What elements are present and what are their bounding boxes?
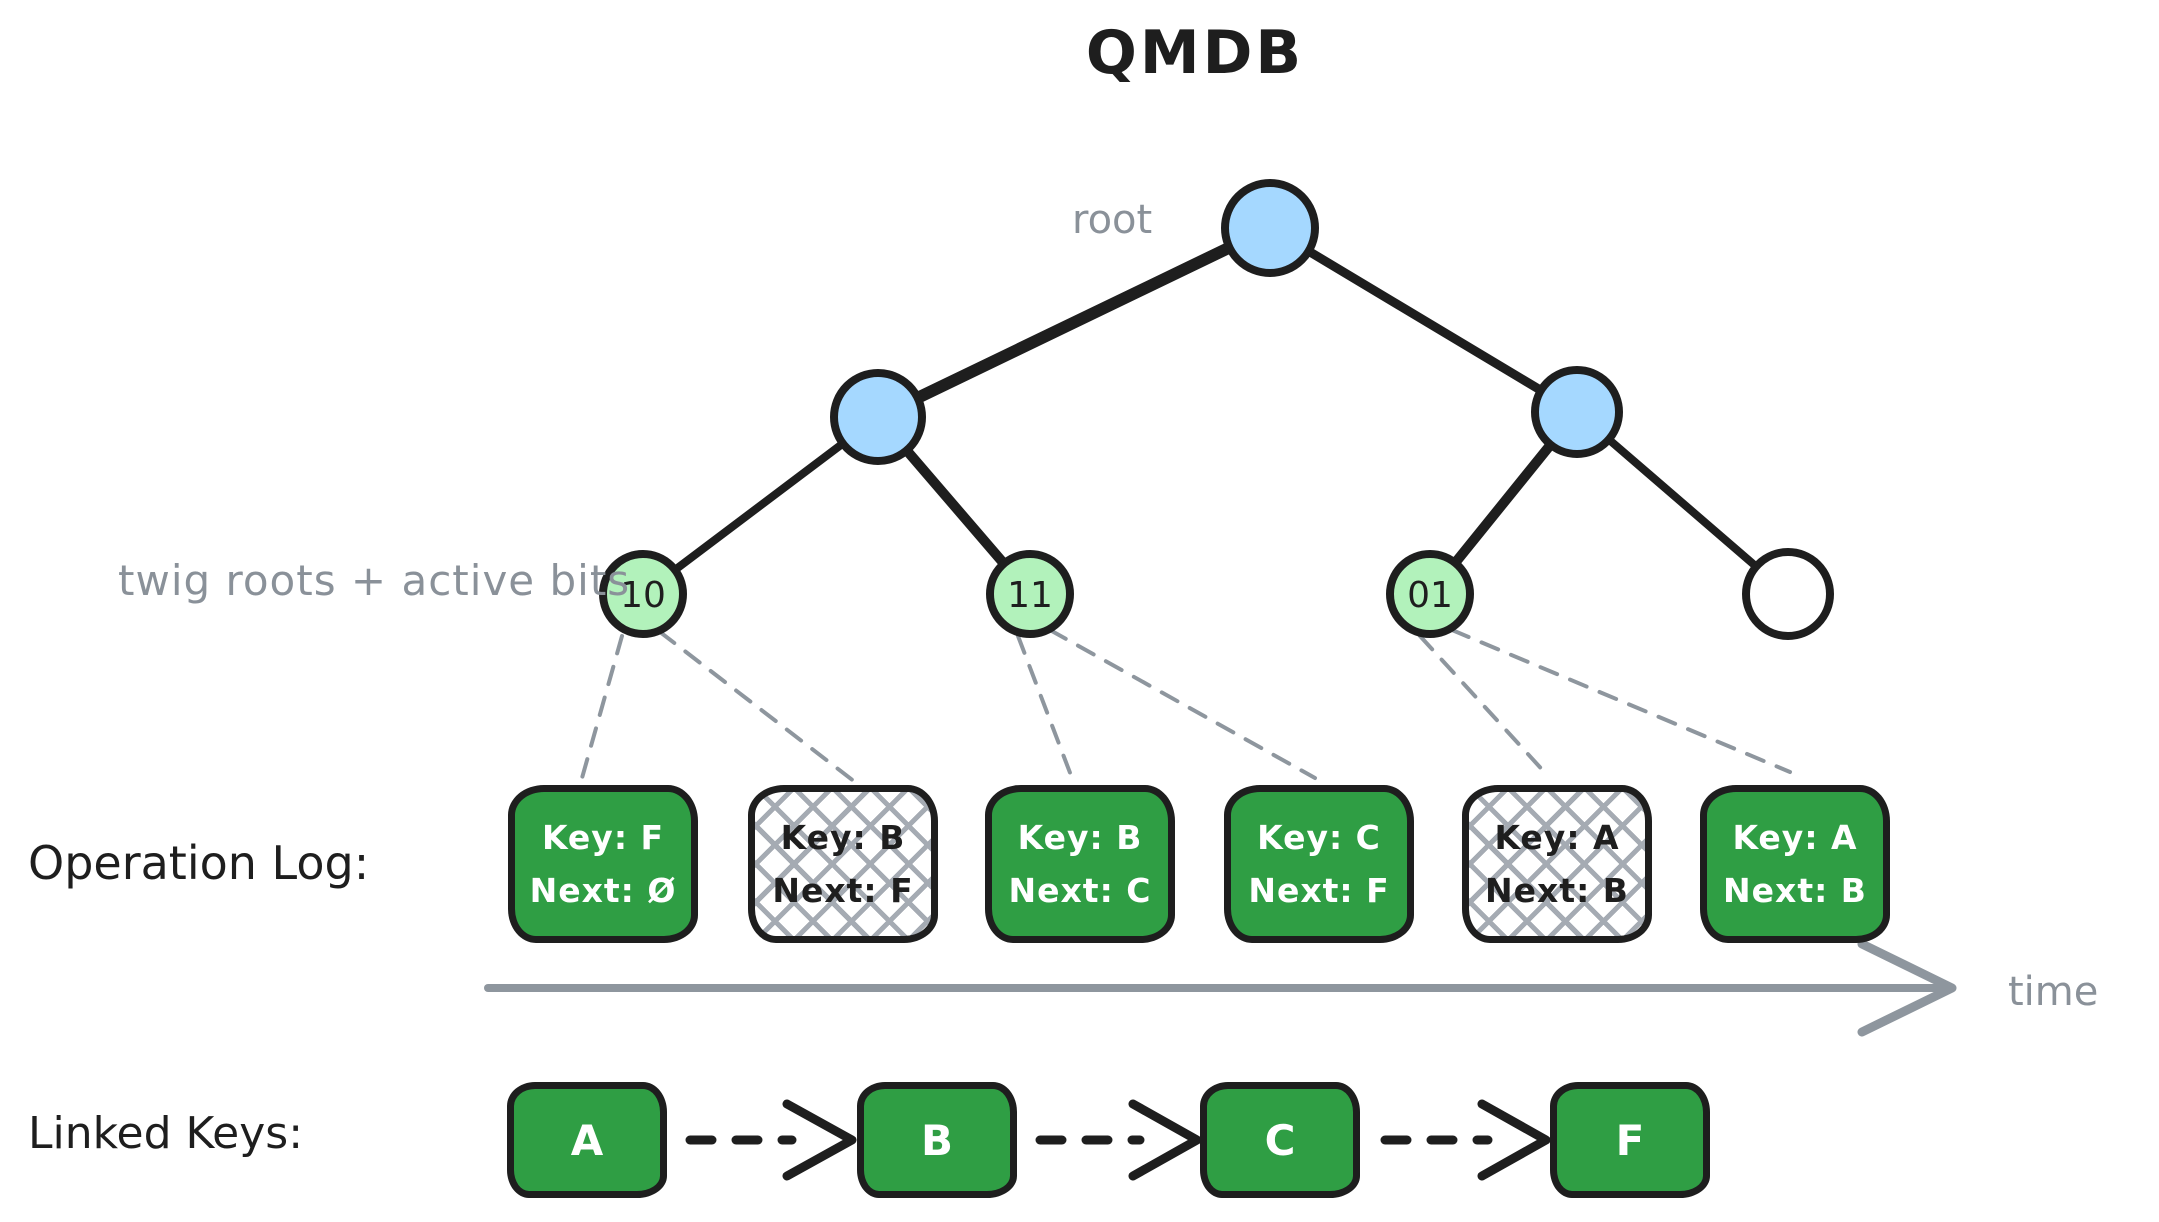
edge-left-twig10 [639, 413, 882, 598]
connector-01-op5 [1418, 634, 1550, 778]
linked-key-box: C [1200, 1082, 1360, 1198]
edge-right-empty [1573, 408, 1792, 598]
edge-root-right [1265, 223, 1582, 417]
linked-key-box: A [507, 1082, 667, 1198]
arrow-b-c-head-icon [1128, 1099, 1202, 1181]
op-log-entry: Key: A Next: B [1462, 785, 1652, 943]
twig-node-11 [986, 550, 1074, 638]
time-arrowhead-icon [1857, 939, 1957, 1037]
op-log-entry: Key: A Next: B [1700, 785, 1890, 943]
twig-node-10 [599, 550, 687, 638]
internal-node-left [830, 369, 926, 465]
twig-row-label: twig roots + active bits [118, 556, 631, 605]
op-next-label: Next: C [1008, 871, 1152, 910]
connector-10-op2 [658, 630, 857, 784]
linked-key-box: F [1550, 1082, 1710, 1198]
twig-node-01 [1386, 550, 1474, 638]
op-key-label: Key: B [780, 818, 906, 857]
op-next-label: Next: B [1723, 871, 1867, 910]
op-key-label: Key: B [1017, 818, 1143, 857]
op-log-entry: Key: F Next: Ø [508, 785, 698, 943]
op-next-label: Next: F [772, 871, 914, 910]
connector-11-op3 [1016, 634, 1074, 780]
twig-label-11: 11 [1007, 575, 1053, 616]
tree-nodes [599, 179, 1834, 640]
arrow-c-f-head-icon [1477, 1099, 1551, 1181]
op-log-entry: Key: B Next: C [985, 785, 1175, 943]
op-key-label: Key: A [1732, 818, 1858, 857]
op-key-label: Key: C [1257, 818, 1381, 857]
root-node [1221, 179, 1319, 277]
twig-label-10: 10 [620, 575, 666, 616]
diagram-title: QMDB [1085, 18, 1305, 88]
op-key-label: Key: F [541, 818, 665, 857]
twig-node-labels: 10 11 01 [620, 575, 1453, 616]
connector-11-op4 [1048, 628, 1317, 780]
twig-label-01: 01 [1407, 575, 1453, 616]
linked-key-arrows [685, 1099, 1551, 1181]
connector-10-op1 [580, 634, 624, 780]
op-next-label: Next: Ø [529, 871, 677, 910]
internal-node-right [1531, 366, 1623, 458]
operation-log-label: Operation Log: [28, 836, 370, 890]
linked-key-box: B [857, 1082, 1017, 1198]
linked-key-label: C [1264, 1115, 1296, 1165]
linked-key-label: F [1615, 1115, 1645, 1165]
op-key-label: Key: A [1494, 818, 1620, 857]
op-next-label: Next: B [1485, 871, 1629, 910]
twig-to-oplog-connectors [580, 628, 1792, 784]
linked-keys-label: Linked Keys: [28, 1108, 304, 1159]
linked-key-label: A [570, 1115, 604, 1165]
op-next-label: Next: F [1248, 871, 1390, 910]
edge-root-left [872, 222, 1276, 423]
time-axis-label: time [2008, 969, 2099, 1015]
twig-node-empty [1742, 548, 1834, 640]
arrow-a-b-head-icon [782, 1099, 857, 1181]
time-axis [484, 939, 1957, 1037]
op-log-entry: Key: B Next: F [748, 785, 938, 943]
root-node-label: root [1072, 197, 1153, 243]
connector-01-op6 [1450, 628, 1792, 774]
op-log-entry: Key: C Next: F [1224, 785, 1414, 943]
linked-key-label: B [920, 1115, 953, 1165]
